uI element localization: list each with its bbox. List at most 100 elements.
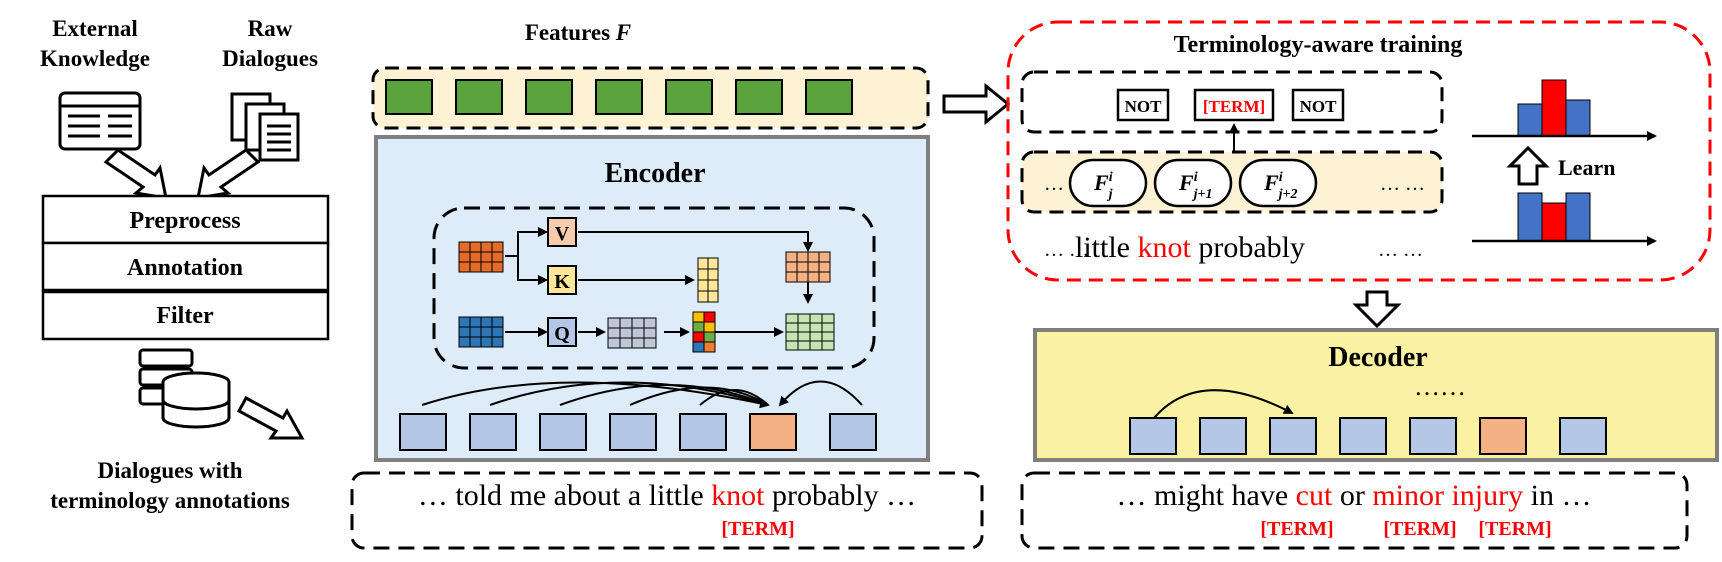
- documents-icon: [230, 92, 300, 162]
- input-grid-orange: [458, 241, 504, 273]
- grid-cell: [807, 261, 820, 273]
- output-sentence-w2: or: [1332, 479, 1372, 512]
- filter-box: [41, 290, 330, 341]
- input-sentence: … told me about a little knot probably …: [418, 479, 916, 512]
- attention-score-grid: [692, 311, 716, 353]
- features-section: Features F: [371, 20, 1011, 130]
- decoder-tokens: [1129, 417, 1607, 455]
- training-box: [1006, 20, 1712, 282]
- training-text-term: knot: [1138, 231, 1192, 264]
- grid-cell: [491, 336, 504, 348]
- encoder-section: Encoder V K Q: [350, 135, 984, 550]
- grid-cell: [707, 290, 719, 303]
- grid-cell: [797, 331, 811, 342]
- features-bar: [371, 66, 930, 130]
- output-sentence-w3: in …: [1523, 479, 1591, 512]
- preprocess-label: Preprocess: [129, 208, 240, 234]
- encoder-token-2: [469, 413, 517, 451]
- grid-cell: [785, 322, 799, 333]
- grid-cell: [821, 331, 835, 342]
- v-box: [547, 217, 577, 247]
- predicted-distribution: [1472, 192, 1657, 246]
- grid-cell: [469, 336, 482, 348]
- feature-cell-2: [455, 79, 503, 115]
- grid-cell: [631, 327, 645, 339]
- grid-cell: [607, 337, 621, 349]
- decoder-dots: ……: [1414, 372, 1466, 401]
- grid-cell: [491, 251, 504, 263]
- grid-cell: [480, 316, 493, 328]
- encoder-tokens: [399, 413, 877, 451]
- training-section: Terminology-aware training NOT [TERM] NO…: [1006, 20, 1712, 329]
- decoder-token-4: [1339, 417, 1387, 455]
- grid-cell: [797, 340, 811, 351]
- grid-cell: [458, 326, 471, 338]
- encoder-token-1: [399, 413, 447, 451]
- annotation-box: [41, 241, 330, 292]
- decoder-token-6: [1479, 417, 1527, 455]
- grid-cell: [809, 331, 823, 342]
- output-sentence-box: [1020, 471, 1689, 550]
- raw-dialogues-label-1: Raw: [248, 16, 293, 41]
- grid-cell: [821, 322, 835, 333]
- output-sentence-w1: … might have: [1117, 479, 1296, 512]
- grid-cell: [809, 313, 823, 324]
- text-row-ellipsis-right: … …: [1378, 239, 1423, 261]
- grid-cell: [607, 327, 621, 339]
- grid-cell: [785, 331, 799, 342]
- grid-cell: [458, 251, 471, 263]
- grid-cell: [643, 317, 657, 329]
- raw-dialogues-label-2: Dialogues: [222, 46, 318, 71]
- grid-cell: [619, 337, 633, 349]
- grid-cell: [797, 322, 811, 333]
- k-label: K: [554, 271, 570, 293]
- grid-cell: [458, 261, 471, 273]
- input-sentence-term: knot: [711, 479, 765, 512]
- grid-cell: [469, 326, 482, 338]
- dataset-arrow: [236, 395, 305, 440]
- feature-cell-6: [735, 79, 783, 115]
- attention-arrows: [505, 227, 813, 337]
- grid-cell: [697, 279, 709, 292]
- grid-cell: [692, 311, 705, 323]
- grid-cell: [818, 251, 831, 263]
- not-label-2: [1291, 88, 1345, 122]
- feature-cells: [385, 79, 853, 115]
- grid-cell: [469, 251, 482, 263]
- output-term-tag-1: [TERM]: [1260, 518, 1333, 540]
- grid-cell: [785, 340, 799, 351]
- grid-cell: [631, 337, 645, 349]
- external-knowledge-label-1: External: [52, 16, 138, 41]
- feature-row-ellipsis-right: … …: [1380, 173, 1425, 195]
- q-box: [547, 317, 577, 347]
- grid-cell: [785, 251, 798, 263]
- training-text-before: little: [1075, 231, 1138, 264]
- grid-cell: [796, 251, 809, 263]
- grid-cell: [703, 331, 716, 343]
- output-sentence-term2: minor injury: [1372, 479, 1523, 512]
- output-label-2: terminology annotations: [50, 488, 290, 513]
- feature-cell-5: [665, 79, 713, 115]
- grid-cell: [631, 317, 645, 329]
- decoder-token-5: [1409, 417, 1457, 455]
- grid-cell: [491, 241, 504, 253]
- output-label-1: Dialogues with: [97, 458, 242, 483]
- training-title: Terminology-aware training: [1174, 32, 1463, 58]
- grid-cell: [707, 257, 719, 270]
- features-label-symbol: F: [615, 20, 631, 45]
- grid-cell: [818, 271, 831, 283]
- decoder-section: Decoder …… … might have cut or minor inj…: [1020, 328, 1719, 550]
- output-term-tag-3: [TERM]: [1478, 518, 1551, 540]
- encoder-token-6: [749, 413, 797, 451]
- grid-cell: [707, 279, 719, 292]
- grid-cell: [692, 341, 705, 353]
- grid-cell: [469, 316, 482, 328]
- decoder-token-2: [1199, 417, 1247, 455]
- encoder-token-3: [539, 413, 587, 451]
- grid-cell: [619, 327, 633, 339]
- feature-pill-3: [1238, 158, 1318, 208]
